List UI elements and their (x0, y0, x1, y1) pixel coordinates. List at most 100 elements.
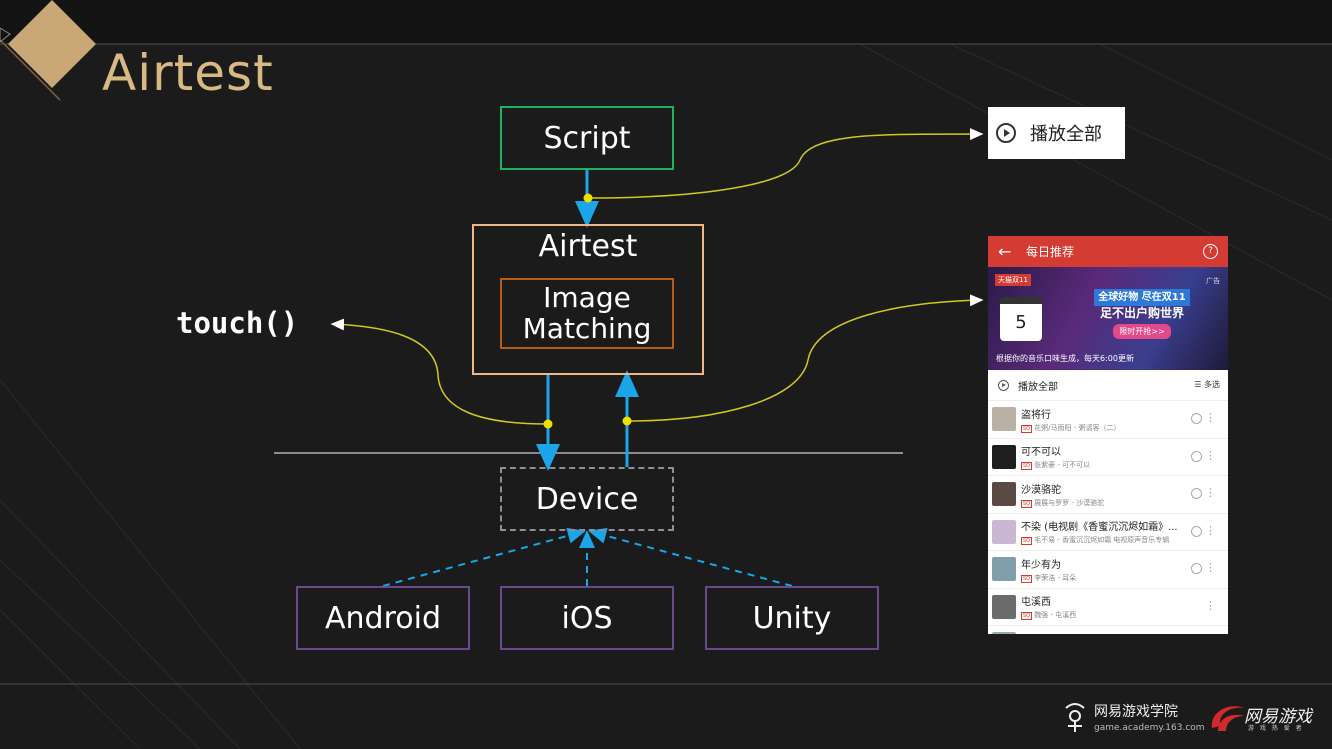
netease-swirl-icon (1211, 706, 1244, 731)
playall-text: 播放全部 (1030, 124, 1102, 145)
academy-url: game.academy.163.com (1094, 723, 1205, 733)
help-icon[interactable]: ? (1203, 244, 1218, 259)
song-name: 盗将行 (1021, 409, 1051, 421)
song-row[interactable]: 离人SQ⋮ (988, 625, 1228, 634)
gold-diamond-icon (0, 0, 96, 101)
mv-play-icon[interactable] (1191, 525, 1202, 537)
song-artist-text: 李荣浩 - 耳朵 (1034, 573, 1077, 582)
top-band (0, 0, 1332, 44)
ios-label: iOS (561, 600, 613, 636)
song-artist-text: 魏强 - 屯溪西 (1034, 611, 1077, 620)
more-options-icon[interactable]: ⋮ (1205, 598, 1216, 612)
netease-games-logo: 网易游戏 游 戏 热 爱 者 (1208, 698, 1312, 738)
promo-text: 全球好物 尽在双11 足不出户购世界 限时开抢>> (1094, 289, 1190, 339)
script-label: Script (543, 120, 631, 156)
touch-call-label: touch() (176, 306, 299, 340)
album-thumb (992, 632, 1016, 634)
song-artist-text: 毛不易 - 香蜜沉沉烬如霜 电视原声音乐专辑 (1034, 536, 1170, 545)
mv-play-icon[interactable] (1191, 488, 1202, 499)
junction-dot (622, 416, 632, 426)
play-circle-icon (996, 123, 1016, 143)
more-options-icon[interactable]: ⋮ (1205, 411, 1216, 424)
more-options-icon[interactable]: ⋮ (1205, 486, 1216, 499)
song-name: 不染 (电视剧《香蜜沉沉烬如霜》... (1021, 522, 1178, 534)
academy-logo: 网易游戏学院 game.academy.163.com (1062, 700, 1205, 734)
junction-dot (583, 193, 593, 203)
games-name: 网易游戏 (1244, 707, 1312, 727)
song-name: 年少有为 (1021, 559, 1061, 571)
mv-play-icon[interactable] (1191, 563, 1202, 574)
album-thumb (992, 519, 1016, 544)
banner-tag: 天猫双11 (995, 274, 1031, 286)
list-header: 播放全部 ☰ 多选 (988, 370, 1228, 400)
sq-badge-icon: SQ (1021, 574, 1033, 583)
phone-header: ← 每日推荐 ? (988, 236, 1228, 267)
airtest-node: Airtest (472, 224, 704, 375)
slide-title: Airtest (102, 44, 274, 102)
unity-label: Unity (752, 600, 832, 636)
list-play-all[interactable]: 播放全部 (1018, 381, 1058, 393)
phone-screenshot: ← 每日推荐 ? 天猫双11 广告 5 全球好物 尽在双11 足不出户购世界 限… (988, 236, 1228, 634)
arrow-unity-to-device (588, 527, 793, 587)
script-node: Script (500, 106, 674, 170)
unity-node: Unity (705, 586, 879, 650)
more-options-icon[interactable]: ⋮ (1205, 448, 1216, 462)
album-thumb (992, 557, 1016, 582)
matching-label-line1: Image (543, 280, 631, 314)
multi-select-button[interactable]: ☰ 多选 (1194, 380, 1220, 389)
arrow-android-to-device (382, 527, 586, 587)
back-arrow-icon[interactable]: ← (998, 242, 1012, 261)
academy-name: 网易游戏学院 (1094, 704, 1178, 720)
banner-ad-label: 广告 (1206, 277, 1220, 285)
curve-device-to-touch (330, 318, 549, 425)
sq-badge-icon: SQ (1021, 424, 1033, 433)
android-node: Android (296, 586, 470, 650)
ios-node: iOS (500, 586, 674, 650)
sq-badge-icon: SQ (1021, 612, 1033, 621)
ad-banner[interactable]: 天猫双11 广告 5 全球好物 尽在双11 足不出户购世界 限时开抢>> 根据你… (988, 267, 1228, 370)
sq-badge-icon: SQ (1021, 537, 1033, 546)
sq-badge-icon: SQ (1021, 499, 1033, 508)
play-all-icon[interactable] (998, 379, 1009, 391)
curve-device-to-phone (626, 294, 984, 422)
junction-dot (543, 419, 553, 429)
games-subtitle: 游 戏 热 爱 者 (1248, 725, 1304, 732)
playall-card[interactable]: 播放全部 (988, 107, 1125, 159)
more-options-icon[interactable]: ⋮ (1205, 561, 1216, 574)
phone-title: 每日推荐 (1026, 245, 1075, 259)
promo-button[interactable]: 限时开抢>> (1113, 324, 1171, 339)
album-thumb (992, 444, 1016, 469)
album-thumb (992, 594, 1016, 619)
calendar-icon: 5 (1000, 297, 1042, 341)
matching-label-line2: Matching (522, 311, 652, 345)
banner-caption: 根据你的音乐口味生成，每天6:00更新 (996, 354, 1134, 363)
song-artist-text: 展展与罗罗 - 沙漠骆驼 (1034, 498, 1105, 507)
mv-play-icon[interactable] (1191, 450, 1202, 462)
promo-line2: 足不出户购世界 (1099, 306, 1184, 320)
song-name: 可不可以 (1021, 447, 1061, 459)
academy-logo-icon (1065, 703, 1085, 732)
song-artist-text: 张紫豪 - 可不可以 (1034, 461, 1091, 470)
image-matching-node: Image Matching (500, 278, 674, 349)
mv-play-icon[interactable] (1191, 413, 1202, 424)
device-node: Device (500, 467, 674, 531)
album-thumb (992, 482, 1016, 507)
curve-script-to-playall (587, 128, 984, 199)
more-options-icon[interactable]: ⋮ (1205, 523, 1216, 537)
song-name: 离人 (1021, 632, 1041, 634)
